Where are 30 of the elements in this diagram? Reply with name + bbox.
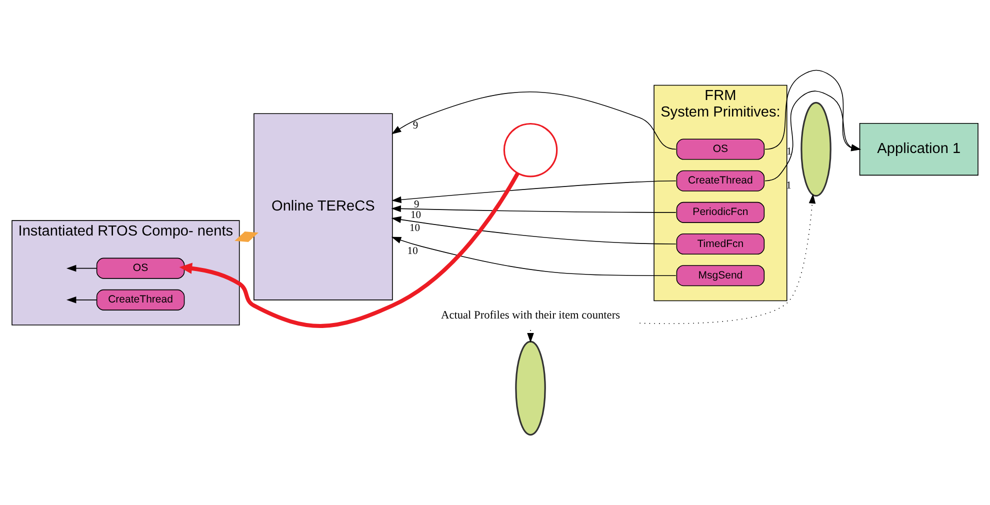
arrow (391, 216, 676, 244)
arrow (391, 236, 676, 276)
arrow (179, 172, 520, 328)
arrow (234, 231, 258, 242)
node-box: MsgSend (676, 265, 765, 286)
edge-label: 10 (407, 246, 418, 257)
arrow (66, 296, 98, 304)
node-text: Actual Profiles with their item counters (441, 309, 620, 322)
edge-label: 9 (412, 120, 418, 132)
edge-label: 1 (786, 146, 792, 158)
edge-label: 10 (410, 210, 422, 222)
edge-label: 1 (786, 180, 792, 192)
arrow (392, 180, 676, 204)
arrow (639, 194, 816, 324)
arrow (391, 205, 676, 213)
node-box: OS (96, 258, 185, 279)
node-circle (503, 122, 558, 178)
node-box: CreateThread (676, 170, 765, 192)
node-box: Online TEReCS (254, 113, 393, 300)
node-box: OS (676, 138, 765, 160)
edge-label: 9 (414, 199, 420, 210)
arrow (392, 91, 676, 150)
node-ellipse (800, 102, 832, 197)
node-box: CreateThread (96, 289, 185, 310)
arrow (66, 264, 98, 272)
node-ellipse (515, 340, 546, 436)
node-box: PeriodicFcn (676, 202, 765, 223)
edge-label: 10 (410, 222, 420, 234)
node-box: TimedFcn (676, 234, 765, 255)
node-box: Application 1 (859, 122, 978, 176)
